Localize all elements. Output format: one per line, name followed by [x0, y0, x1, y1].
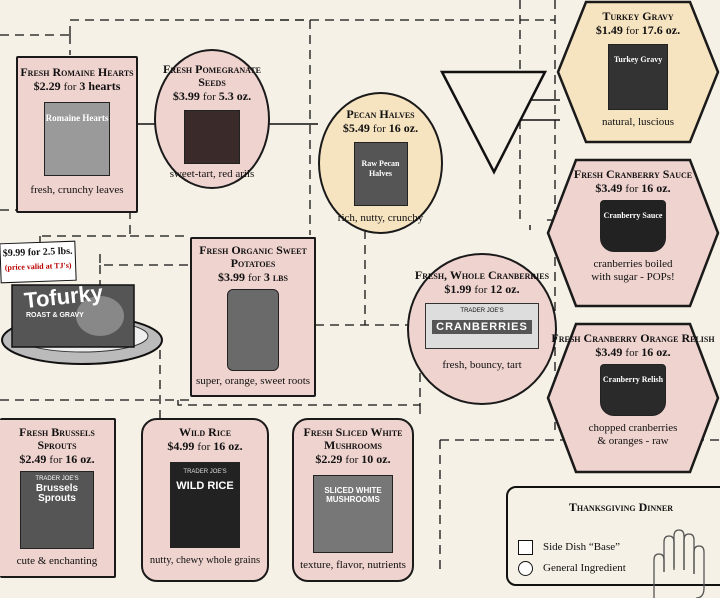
- item-desc: & oranges - raw: [597, 435, 669, 447]
- item-desc: natural, luscious: [601, 116, 675, 128]
- item-tofurky: $9.99 for 2.5 lbs. (price valid at TJ's)…: [0, 240, 170, 380]
- item-desc: fresh, bouncy, tart: [442, 359, 522, 371]
- item-qty: 16 oz.: [641, 345, 671, 359]
- item-whole-cranberries: Fresh, Whole Cranberries $1.99 for 12 oz…: [407, 253, 557, 405]
- item-price: $2.49: [19, 452, 47, 466]
- item-desc: super, orange, sweet roots: [195, 375, 311, 387]
- item-qty: 16 oz.: [213, 439, 243, 453]
- cranberry-relish-tub-image: Cranberry Relish: [600, 364, 666, 416]
- sweet-potatoes-bag-image: [227, 289, 279, 371]
- item-price: $3.49: [595, 345, 623, 359]
- item-qty: 3 lbs: [263, 270, 288, 284]
- pomegranate-package-image: [184, 110, 240, 164]
- romaine-package-image: Romaine Hearts: [44, 102, 110, 176]
- item-turkey-gravy: Turkey Gravy $1.49 for 17.6 oz. Turkey G…: [556, 0, 720, 144]
- mushrooms-package-image: SLICED WHITE MUSHROOMS: [313, 475, 393, 553]
- item-qty: 10 oz.: [361, 452, 391, 466]
- cranberries-bag-image: TRADER JOE'S CRANBERRIES: [425, 303, 539, 349]
- item-brussels-sprouts: Fresh Brussels Sprouts $2.49 for 16 oz. …: [0, 418, 116, 578]
- item-price: $3.49: [595, 181, 623, 195]
- item-title: Fresh Cranberry Orange Relish: [551, 331, 715, 345]
- item-qty: 12 oz.: [490, 282, 520, 296]
- brussels-bag-image: TRADER JOE'S Brussels Sprouts: [20, 471, 94, 549]
- item-title: Fresh Sliced White Mushrooms: [303, 425, 403, 452]
- item-title: Turkey Gravy: [602, 9, 674, 23]
- item-price: $1.99: [444, 282, 472, 296]
- legend: Thanksgiving Dinner Side Dish “Base” Gen…: [506, 486, 720, 598]
- item-pecan-halves: Pecan Halves $5.49 for 16 oz. Raw Pecan …: [318, 92, 443, 234]
- item-wild-rice: Wild Rice $4.99 for 16 oz. TRADER JOE'S …: [141, 418, 269, 582]
- item-price: $5.49: [342, 121, 370, 135]
- item-pomegranate-seeds: Fresh Pomegranate Seeds $3.99 for 5.3 oz…: [154, 49, 270, 189]
- item-price: $1.49: [595, 23, 623, 37]
- item-romaine-hearts: Fresh Romaine Hearts $2.29 for 3 hearts …: [16, 56, 138, 213]
- item-desc: chopped cranberries: [588, 422, 678, 434]
- item-qty: 16 oz.: [65, 452, 95, 466]
- item-desc: fresh, crunchy leaves: [30, 184, 124, 196]
- item-qty: 3 hearts: [79, 79, 121, 93]
- item-desc: with sugar - POPs!: [591, 271, 675, 283]
- legend-side-dish: Side Dish “Base”: [543, 541, 620, 554]
- item-title: Fresh Organic Sweet Potatoes: [199, 243, 307, 270]
- item-title: Fresh Romaine Hearts: [20, 65, 134, 79]
- funnel-triangle: [439, 70, 548, 175]
- item-price: $3.99: [218, 270, 246, 284]
- item-desc: nutty, chewy whole grains: [149, 555, 261, 566]
- item-sweet-potatoes: Fresh Organic Sweet Potatoes $3.99 for 3…: [190, 237, 316, 397]
- square-icon: [518, 540, 533, 555]
- legend-title: Thanksgiving Dinner: [568, 500, 674, 514]
- item-desc: texture, flavor, nutrients: [300, 559, 406, 571]
- item-cranberry-relish: Fresh Cranberry Orange Relish $3.49 for …: [546, 322, 720, 474]
- item-desc: cute & enchanting: [16, 555, 98, 567]
- hand-icon: [653, 529, 705, 598]
- item-title: Pecan Halves: [346, 107, 415, 121]
- item-qty: 17.6 oz.: [641, 23, 681, 37]
- item-price: $4.99: [167, 439, 195, 453]
- gravy-package-image: Turkey Gravy: [608, 44, 668, 110]
- item-desc: sweet-tart, red arils: [169, 168, 255, 180]
- item-qty: 16 oz.: [388, 121, 419, 135]
- item-desc: cranberries boiled: [593, 258, 673, 270]
- item-price: $2.29: [315, 452, 343, 466]
- item-title: Fresh, Whole Cranberries: [414, 268, 550, 282]
- item-title: Wild Rice: [178, 425, 232, 439]
- wild-rice-bag-image: TRADER JOE'S WILD RICE: [170, 462, 240, 548]
- item-title: Fresh Brussels Sprouts: [19, 425, 95, 452]
- legend-general: General Ingredient: [543, 562, 626, 575]
- cranberry-sauce-tub-image: Cranberry Sauce: [600, 200, 666, 252]
- tofurky-price-tag: $9.99 for 2.5 lbs. (price valid at TJ's): [0, 240, 77, 284]
- item-desc: rich, nutty, crunchy: [337, 212, 424, 224]
- item-qty: 16 oz.: [641, 181, 671, 195]
- item-qty: 5.3 oz.: [218, 89, 252, 103]
- item-price: $3.99: [172, 89, 200, 103]
- item-title: Fresh Pomegranate Seeds: [163, 62, 261, 89]
- item-cranberry-sauce: Fresh Cranberry Sauce $3.49 for 16 oz. C…: [546, 158, 720, 308]
- item-white-mushrooms: Fresh Sliced White Mushrooms $2.29 for 1…: [292, 418, 414, 582]
- item-title: Fresh Cranberry Sauce: [573, 167, 693, 181]
- item-price: $2.29: [33, 79, 61, 93]
- pecan-package-image: Raw Pecan Halves: [353, 142, 408, 206]
